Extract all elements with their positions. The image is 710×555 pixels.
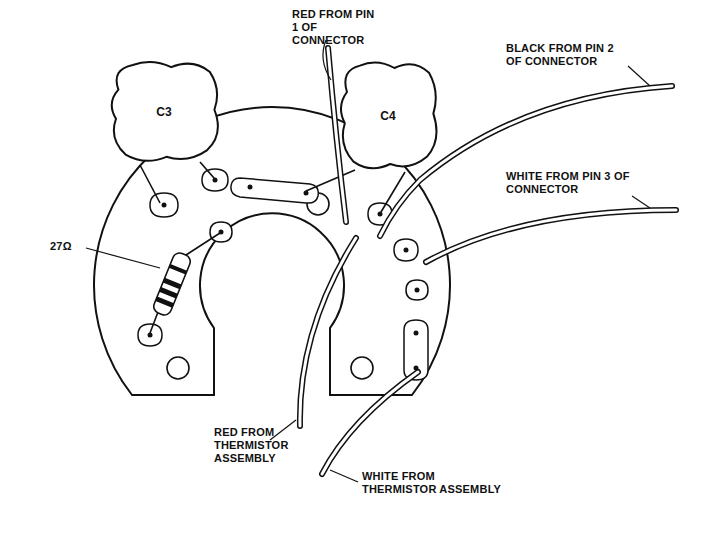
component-label: C3 bbox=[104, 105, 224, 119]
wire-callout: WHITE FROM THERMISTOR ASSEMBLY bbox=[362, 470, 502, 496]
capacitor-body: C3 bbox=[104, 56, 224, 168]
pad-holes bbox=[148, 178, 420, 371]
capacitor-body: C4 bbox=[334, 56, 442, 176]
wires bbox=[300, 48, 676, 474]
wire-callout: RED FROM PIN 1 OF CONNECTOR bbox=[292, 8, 384, 47]
leader-lines bbox=[270, 40, 650, 482]
leader-line bbox=[86, 248, 160, 268]
wire-callout: BLACK FROM PIN 2 OF CONNECTOR bbox=[506, 42, 628, 68]
capacitor-leads bbox=[140, 162, 405, 212]
solder-pads bbox=[138, 169, 428, 380]
wire-callout: WHITE FROM PIN 3 OF CONNECTOR bbox=[506, 170, 632, 196]
mounting-holes bbox=[167, 193, 373, 379]
component-label: C4 bbox=[334, 109, 442, 123]
resistor-value: 27Ω bbox=[50, 240, 90, 253]
resistor-symbol bbox=[150, 233, 220, 333]
wire-callout: RED FROM THERMISTOR ASSEMBLY bbox=[214, 426, 294, 465]
